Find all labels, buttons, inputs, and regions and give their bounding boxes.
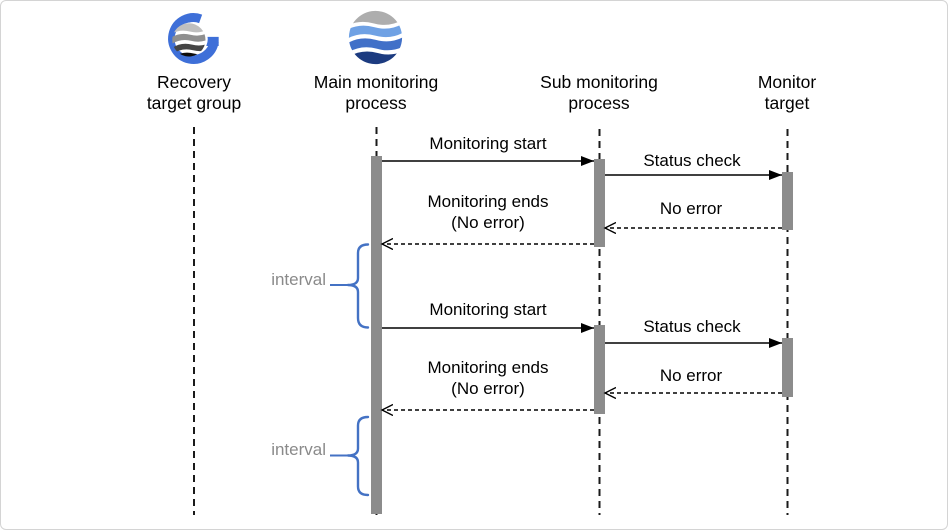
message-label-monitoring-ends-1: Monitoring ends (No error) bbox=[427, 192, 549, 232]
activation-bar-target-1 bbox=[782, 172, 793, 230]
activation-bar-target-2 bbox=[782, 338, 793, 397]
message-label-monitoring-start-2: Monitoring start bbox=[429, 300, 547, 319]
message-label-monitoring-ends-2: Monitoring ends (No error) bbox=[427, 358, 549, 398]
message-label-monitoring-start-1: Monitoring start bbox=[429, 134, 547, 153]
main-monitoring-process-logo-icon bbox=[347, 9, 404, 66]
lifeline-header-sub-monitoring-process: Sub monitoring process bbox=[540, 72, 658, 113]
activation-bar-sub-1 bbox=[594, 159, 605, 247]
lifeline-header-main-monitoring-process: Main monitoring process bbox=[313, 72, 439, 113]
interval-brace-2 bbox=[346, 415, 370, 497]
interval-label-2: interval bbox=[271, 440, 326, 459]
activation-bar-sub-2 bbox=[594, 325, 605, 414]
lifeline-header-recovery-target-group: Recovery target group bbox=[146, 72, 242, 113]
interval-brace-1 bbox=[346, 243, 370, 329]
message-label-no-error-2: No error bbox=[659, 366, 723, 385]
message-label-status-check-1: Status check bbox=[643, 151, 741, 170]
interval-label-1: interval bbox=[271, 270, 326, 289]
lifeline-header-monitor-target: Monitor target bbox=[757, 72, 817, 113]
activation-bar-main bbox=[371, 156, 382, 514]
message-label-no-error-1: No error bbox=[659, 199, 723, 218]
message-label-status-check-2: Status check bbox=[643, 317, 741, 336]
recovery-target-group-logo-icon bbox=[168, 13, 219, 64]
